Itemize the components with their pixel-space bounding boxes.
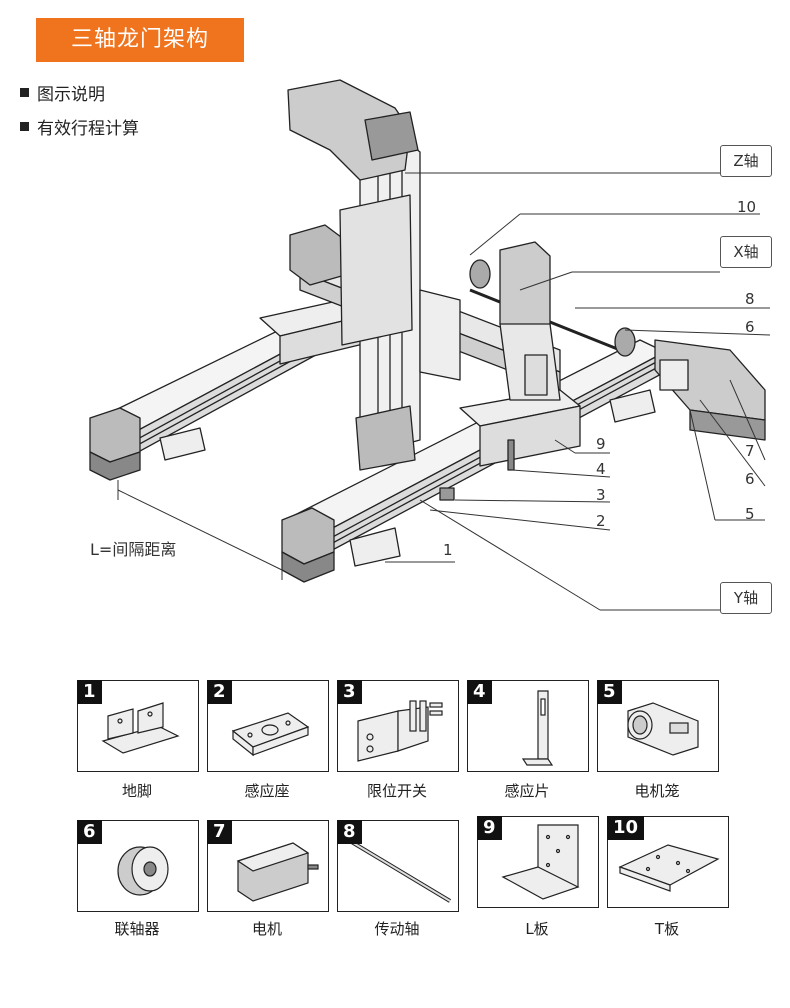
part-number: 8 <box>337 820 362 844</box>
bullet-label: 图示说明 <box>37 85 105 105</box>
part-number: 3 <box>337 680 362 704</box>
part-label: 电机 <box>251 920 282 938</box>
part-number: 2 <box>207 680 232 704</box>
callout-number: 8 <box>745 290 755 308</box>
part-card-4: 4 <box>467 680 589 772</box>
z-axis-column <box>287 79 421 471</box>
l-plate-icon <box>501 824 580 900</box>
callout-number: 7 <box>745 442 755 460</box>
limit-switch-icon <box>357 700 443 762</box>
part-card-3: 3 <box>337 680 459 772</box>
bullet-square-icon <box>20 122 29 131</box>
part-label: 电机笼 <box>634 782 680 800</box>
callout-number: 10 <box>737 198 757 216</box>
z-axis-label: Z轴 <box>720 145 772 177</box>
foot-bracket-icon <box>101 702 180 754</box>
coupling-icon <box>117 846 169 896</box>
right-y-rail <box>281 339 666 583</box>
callout-number: 6 <box>745 470 755 488</box>
sensor-plate-icon <box>521 690 554 766</box>
part-card-1: 1 <box>77 680 199 772</box>
part-label: 限位开关 <box>366 782 427 800</box>
part-card-6: 6 <box>77 820 199 912</box>
motor-icon <box>236 842 319 902</box>
part-label: 感应座 <box>244 782 290 800</box>
bullet-item: 有效行程计算 <box>20 114 139 139</box>
part-label: 联轴器 <box>114 920 160 938</box>
part-label: L板 <box>525 920 549 938</box>
part-number: 6 <box>77 820 102 844</box>
part-number: 5 <box>597 680 622 704</box>
callout-number: 3 <box>596 486 606 504</box>
sensor-seat-icon <box>231 712 310 757</box>
drive-shaft-icon <box>348 839 452 903</box>
callout-number: 5 <box>745 505 755 523</box>
gantry-diagram <box>89 79 771 611</box>
distance-label: L=间隔距离 <box>90 540 177 559</box>
part-card-9: 9 <box>477 816 599 908</box>
part-number: 4 <box>467 680 492 704</box>
part-number: 10 <box>607 816 645 840</box>
page-title: 三轴龙门架构 <box>36 18 244 62</box>
part-number: 1 <box>77 680 102 704</box>
part-label: 传动轴 <box>374 920 420 938</box>
bullet-square-icon <box>20 88 29 97</box>
callout-number: 4 <box>596 460 606 478</box>
t-plate-icon <box>618 844 720 892</box>
part-label: T板 <box>654 920 680 938</box>
x-axis-label: X轴 <box>720 236 772 268</box>
motor-cage-icon <box>627 702 699 756</box>
part-label: 地脚 <box>121 782 152 800</box>
part-number: 7 <box>207 820 232 844</box>
bullet-label: 有效行程计算 <box>37 119 139 139</box>
part-label: 感应片 <box>504 782 550 800</box>
left-y-rail <box>89 295 381 481</box>
part-number: 9 <box>477 816 502 840</box>
part-card-2: 2 <box>207 680 329 772</box>
callout-number: 9 <box>596 435 606 453</box>
y-axis-label: Y轴 <box>720 582 772 614</box>
part-card-10: 10 <box>607 816 729 908</box>
bullet-item: 图示说明 <box>20 80 105 105</box>
part-card-8: 8 <box>337 820 459 912</box>
right-motor <box>654 339 766 441</box>
callout-number: 1 <box>443 541 453 559</box>
part-card-7: 7 <box>207 820 329 912</box>
callout-number: 6 <box>745 318 755 336</box>
x-motor <box>499 241 561 401</box>
callout-number: 2 <box>596 512 606 530</box>
part-card-5: 5 <box>597 680 719 772</box>
